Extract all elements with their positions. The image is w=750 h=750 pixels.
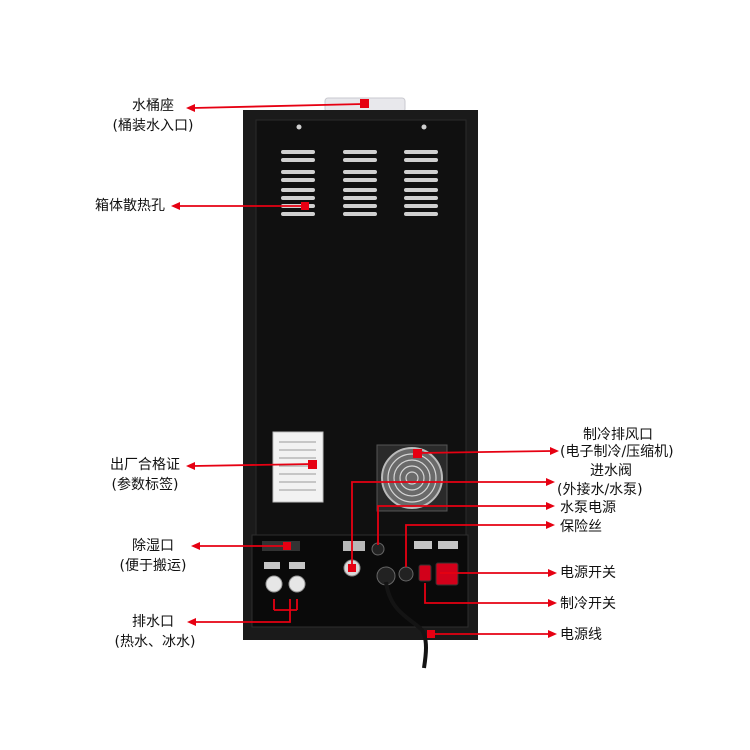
cooling-switch [418, 564, 432, 582]
inlet-valve-label: 进水阀 [590, 463, 632, 479]
pointer-lines [178, 103, 553, 635]
inlet-valve-sublabel: (外接水/水泵) [557, 482, 643, 498]
panel-tag [264, 562, 280, 569]
screw [296, 124, 302, 130]
vent-slots [281, 150, 438, 216]
pointer-arrowheads [171, 104, 559, 638]
panel-tag [343, 541, 365, 551]
dehumid-sublabel: (便于搬运) [119, 558, 187, 574]
power-switch [435, 562, 459, 586]
fuse-holder [398, 566, 414, 582]
exhaust-fan-rings [387, 453, 437, 503]
panel-tag [414, 541, 432, 549]
panel-tag [438, 541, 458, 549]
certificate-sublabel: (参数标签) [111, 477, 179, 493]
certificate-label-text: 出厂合格证 [110, 457, 180, 473]
certificate-text-lines [279, 441, 316, 491]
hot-drain-valve [265, 575, 283, 593]
exhaust-sublabel: (电子制冷/压缩机) [560, 444, 674, 460]
power-cord [384, 581, 428, 669]
vent-holes-label: 箱体散热孔 [95, 198, 165, 214]
dehumid-label: 除湿口 [132, 538, 174, 554]
exhaust-fan-grill [381, 447, 443, 509]
bucket-seat-label: 水桶座 [132, 98, 174, 114]
drain-sublabel: (热水、冰水) [114, 634, 196, 650]
cooling-switch-label: 制冷开关 [560, 596, 616, 612]
power-switch-label: 电源开关 [560, 565, 616, 581]
fuse-label: 保险丝 [560, 519, 602, 535]
screw [421, 124, 427, 130]
power-cord-label: 电源线 [560, 627, 602, 643]
pointer-markers [283, 99, 435, 638]
cold-drain-valve [288, 575, 306, 593]
panel-tag [289, 562, 305, 569]
bucket-seat-sublabel: (桶装水入口) [112, 118, 194, 134]
pump-power-label: 水泵电源 [560, 500, 616, 516]
exhaust-label: 制冷排风口 [583, 427, 653, 443]
drain-label: 排水口 [132, 614, 174, 630]
